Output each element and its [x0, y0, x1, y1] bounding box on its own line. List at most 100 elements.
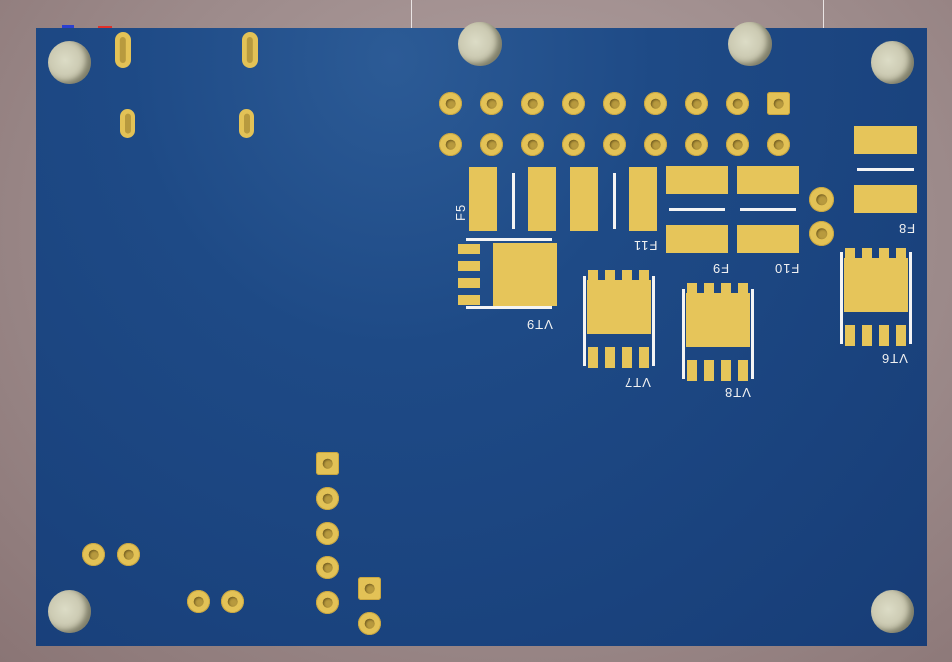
header-row1-pin	[480, 92, 503, 115]
vt7-pad	[639, 270, 649, 282]
vt8-pad	[704, 283, 714, 295]
f10-silkscreen	[740, 208, 796, 211]
vt7-pad	[622, 347, 632, 368]
header-row2-pin	[685, 133, 708, 156]
header-pin-1	[316, 452, 339, 475]
through-hole-pad	[809, 221, 834, 246]
f8-pad	[854, 126, 917, 154]
through-hole-pad	[221, 590, 244, 613]
header-row1-pin	[521, 92, 544, 115]
slot-pad	[242, 32, 258, 68]
vt6-silkscreen	[840, 252, 843, 344]
f5-pad	[528, 167, 556, 231]
header-row2-pin	[480, 133, 503, 156]
header-pin	[316, 487, 339, 510]
vt9-pad	[458, 278, 480, 288]
board-edge-guide-left	[411, 0, 412, 28]
vt9-pad	[458, 295, 480, 305]
vt9-designator: VT9	[526, 317, 553, 332]
pcb-board: F5 F11 F9 F10 F8 VT9	[36, 22, 927, 646]
vt6-pad	[862, 325, 872, 346]
through-hole-pad	[187, 590, 210, 613]
vt8-pad	[687, 360, 697, 381]
vt9-pad	[546, 261, 556, 271]
f11-pad	[570, 167, 598, 231]
vt8-pad	[687, 283, 697, 295]
header-row2-pin	[726, 133, 749, 156]
mounting-hole-top-left	[48, 41, 91, 84]
vt9-pad	[458, 244, 480, 254]
vt8-pad	[738, 360, 748, 381]
f10-pad	[737, 166, 799, 194]
slot-pad	[239, 109, 254, 138]
mounting-hole-top-mid-inner	[458, 22, 502, 66]
vt7-pad	[605, 270, 615, 282]
header-row1-pin	[644, 92, 667, 115]
vt6-pad	[896, 248, 906, 260]
vt6-pad	[845, 325, 855, 346]
vt8-pad	[721, 360, 731, 381]
f8-silkscreen	[857, 168, 914, 171]
vt8-pad	[738, 283, 748, 295]
vt7-pad	[639, 347, 649, 368]
vt7-silkscreen	[652, 276, 655, 366]
header-row1-pin	[685, 92, 708, 115]
f5-pad	[469, 167, 497, 231]
mounting-hole-top-right-inner	[728, 22, 772, 66]
vt9-pad	[458, 261, 480, 271]
vt6-designator: VT6	[881, 351, 908, 366]
header-row1-pin	[726, 92, 749, 115]
vt7-thermal-pad	[587, 280, 651, 334]
vt9-pad	[546, 295, 556, 305]
header-row1-pin	[439, 92, 462, 115]
f11-designator: F11	[633, 238, 658, 253]
f9-designator: F9	[712, 261, 730, 276]
vt6-pad	[879, 325, 889, 346]
header-row1-pin-square	[767, 92, 790, 115]
vt7-pad	[588, 347, 598, 368]
through-hole-pad	[809, 187, 834, 212]
f8-designator: F8	[898, 221, 916, 236]
f10-pad	[737, 225, 799, 253]
f9-silkscreen	[669, 208, 725, 211]
header-pin	[316, 522, 339, 545]
vt8-silkscreen	[751, 289, 754, 379]
vt8-pad	[704, 360, 714, 381]
mounting-hole-bottom-right	[871, 590, 914, 633]
f9-pad	[666, 225, 728, 253]
header-row1-pin	[562, 92, 585, 115]
header-row2-pin	[644, 133, 667, 156]
vt9-pad	[546, 244, 556, 254]
vt6-pad	[862, 248, 872, 260]
header-row2-pin	[767, 133, 790, 156]
vt9-silkscreen	[466, 306, 552, 309]
header-row2-pin	[603, 133, 626, 156]
vt8-designator: VT8	[724, 385, 751, 400]
vt7-pad	[605, 347, 615, 368]
vt8-pad	[721, 283, 731, 295]
header-pin	[316, 591, 339, 614]
connector-pin-1	[358, 577, 381, 600]
f10-designator: F10	[774, 261, 800, 276]
header-row2-pin	[439, 133, 462, 156]
vt7-designator: VT7	[624, 375, 651, 390]
through-hole-pad	[117, 543, 140, 566]
f8-pad	[854, 185, 917, 213]
f5-silkscreen	[512, 173, 515, 229]
slot-pad	[115, 32, 131, 68]
slot-pad	[120, 109, 135, 138]
vt6-pad	[879, 248, 889, 260]
vt6-pad	[845, 248, 855, 260]
mounting-hole-top-right-corner	[871, 41, 914, 84]
vt6-thermal-pad	[844, 258, 908, 312]
vt6-pad	[896, 325, 906, 346]
vt9-pad	[546, 278, 556, 288]
vt6-silkscreen	[909, 252, 912, 344]
f9-pad	[666, 166, 728, 194]
f11-silkscreen	[613, 173, 616, 229]
header-pin	[316, 556, 339, 579]
board-edge-guide-right	[823, 0, 824, 28]
axis-x-indicator	[98, 26, 112, 29]
connector-pin	[358, 612, 381, 635]
